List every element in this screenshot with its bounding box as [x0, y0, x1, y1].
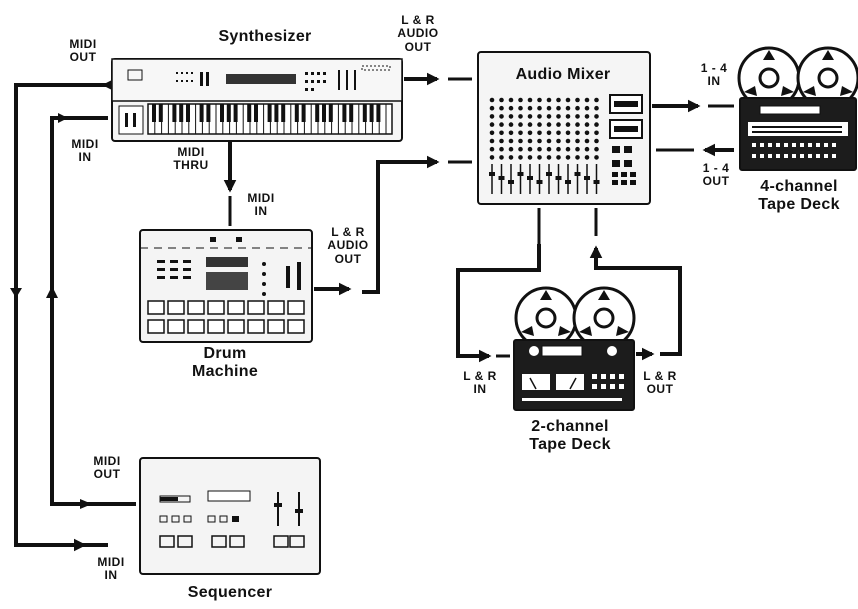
synthesizer-title: Synthesizer	[180, 28, 350, 46]
synthesizer-device	[112, 59, 402, 141]
sequencer-device	[140, 458, 320, 574]
two-channel-deck-device	[514, 288, 634, 410]
synth-audio-out-label: L & R AUDIO OUT	[390, 14, 446, 54]
drum-audio-out-label: L & R AUDIO OUT	[320, 226, 376, 266]
synth-midi-out-label: MIDI OUT	[58, 38, 108, 65]
drum-machine-title: Drum Machine	[170, 345, 280, 381]
audio-mixer-title: Audio Mixer	[488, 66, 638, 84]
four-channel-deck-title: 4-channel Tape Deck	[738, 178, 858, 214]
seq-midi-out-label: MIDI OUT	[82, 455, 132, 482]
deck4-in-label: 1 - 4 IN	[688, 62, 740, 89]
jack-dashes	[84, 504, 136, 545]
drum-machine-device	[140, 230, 312, 342]
seq-midi-out-line	[52, 118, 136, 504]
synth-midi-thru-label: MIDI THRU	[166, 146, 216, 173]
synth-midi-in-label: MIDI IN	[60, 138, 110, 165]
deck4-out-label: 1 - 4 OUT	[690, 162, 742, 189]
deck2-out-label: L & R OUT	[632, 370, 688, 397]
drum-midi-in-label: MIDI IN	[236, 192, 286, 219]
two-channel-deck-title: 2-channel Tape Deck	[500, 418, 640, 454]
deck2-in-label: L & R IN	[452, 370, 508, 397]
four-channel-deck-device	[739, 48, 858, 170]
seq-midi-in-label: MIDI IN	[86, 556, 136, 583]
sequencer-title: Sequencer	[160, 584, 300, 602]
